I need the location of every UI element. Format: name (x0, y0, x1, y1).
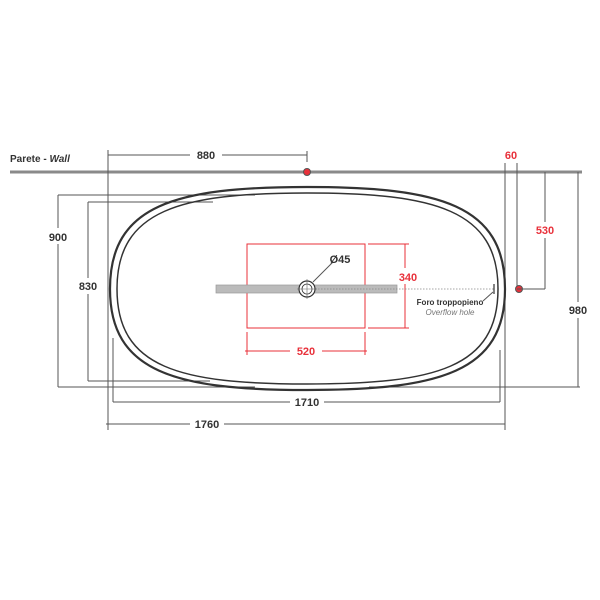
svg-text:880: 880 (197, 150, 215, 162)
dimension-340: 340 (368, 243, 417, 329)
drain-icon (297, 279, 317, 299)
svg-text:900: 900 (49, 232, 67, 244)
dimension-980: 980 (569, 172, 587, 387)
svg-text:520: 520 (297, 346, 315, 358)
dimension-1760: 1760 (106, 419, 505, 431)
svg-text:530: 530 (536, 225, 554, 237)
dimension-830: 830 (79, 202, 97, 381)
dimension-530: 530 (536, 172, 554, 289)
svg-text:1710: 1710 (295, 397, 319, 409)
dimension-880: 880 (108, 150, 308, 162)
overflow-label: Foro troppopieno (417, 298, 484, 307)
wall-drain-point (303, 168, 311, 176)
svg-text:980: 980 (569, 305, 587, 317)
tub-outer-rim (108, 185, 507, 392)
overflow-label-en: Overflow hole (426, 308, 475, 317)
tub-inner-rim (116, 192, 499, 385)
svg-text:1760: 1760 (195, 419, 219, 431)
svg-text:60: 60 (505, 150, 517, 162)
dimension-520: 520 (245, 332, 367, 358)
svg-text:340: 340 (399, 272, 417, 284)
dimension-900: 900 (49, 195, 67, 387)
svg-text:830: 830 (79, 281, 97, 293)
dimension-1710: 1710 (113, 397, 500, 409)
drain-diameter: Ø45 (330, 254, 351, 266)
wall-label: Parete - Wall (10, 154, 70, 165)
